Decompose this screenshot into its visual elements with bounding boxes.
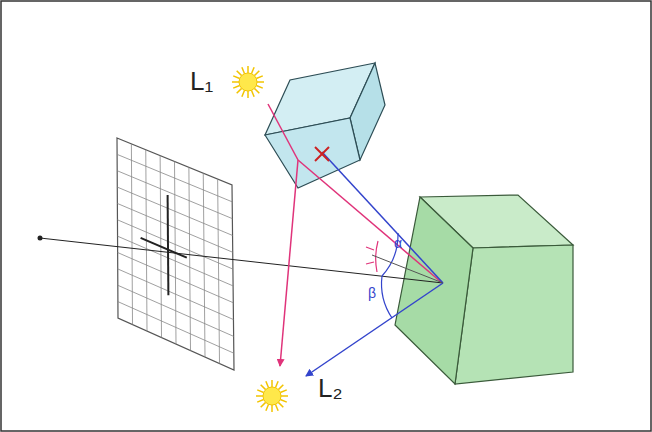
surface-normal: [372, 255, 443, 283]
grid-line: [117, 220, 232, 269]
grid-line: [118, 236, 234, 286]
light-ray: [268, 104, 298, 160]
light-ray: [306, 283, 443, 376]
grid-line: [218, 179, 220, 363]
light-source: [232, 66, 264, 98]
angle-label: β: [368, 286, 376, 300]
shadow-ray: [280, 160, 298, 366]
occlusion-mark: [315, 147, 329, 161]
grid-line: [118, 269, 234, 320]
green-box: [395, 195, 573, 384]
image-plane: [117, 138, 234, 370]
reflected-ray: [298, 160, 441, 282]
angle-arc: [382, 276, 392, 318]
angle-label: α: [394, 236, 402, 250]
light-label: L₁: [190, 68, 213, 94]
grid-line: [189, 167, 191, 350]
grid-line: [167, 195, 170, 295]
grid-line: [141, 238, 187, 258]
grid-line: [117, 203, 232, 252]
grid-line: [131, 144, 132, 325]
blue-box: [265, 63, 385, 188]
grid-line: [118, 253, 234, 303]
light-source: [256, 380, 288, 412]
grid-line: [203, 173, 205, 357]
grid-line: [118, 302, 234, 354]
light-label: L₂: [318, 375, 343, 401]
grid-line: [118, 285, 234, 336]
blocked-ray: [322, 152, 443, 283]
